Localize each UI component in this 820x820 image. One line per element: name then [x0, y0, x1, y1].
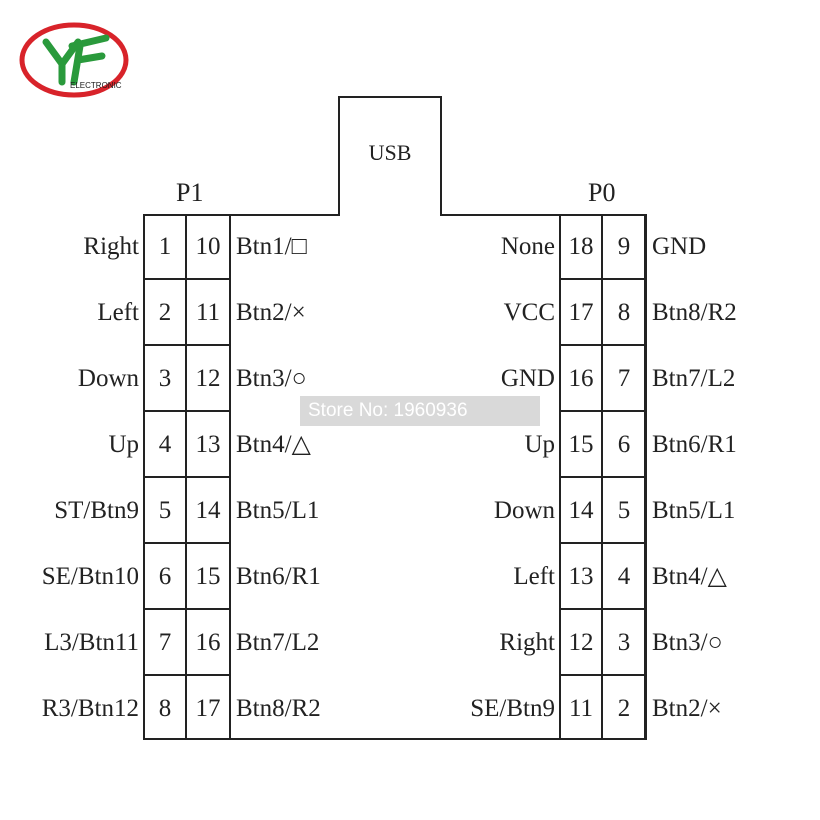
p0-pin-label-right: GND — [652, 233, 707, 260]
p0-pin-number-b: 5 — [603, 478, 645, 544]
p0-pin-number-a: 17 — [561, 280, 601, 346]
p0-pin-label-right: Btn7/L2 — [652, 365, 736, 392]
p0-pin-number-b: 6 — [603, 412, 645, 478]
p0-header-title: P0 — [588, 178, 616, 207]
p1-pin-number-a: 6 — [145, 544, 185, 610]
p1-pin-label-right: Btn1/□ — [236, 233, 307, 260]
p1-pin-label-left: Up — [108, 431, 139, 458]
p1-pin-number-b: 16 — [187, 610, 229, 676]
p0-pin-label-left: Left — [513, 563, 555, 590]
p1-pin-label-right: Btn6/R1 — [236, 563, 321, 590]
p1-pin-number-b: 15 — [187, 544, 229, 610]
p0-pin-label-left: VCC — [503, 299, 555, 326]
p0-pin-number-a: 14 — [561, 478, 601, 544]
usb-connector — [338, 96, 442, 216]
p1-pin-number-b: 14 — [187, 478, 229, 544]
p1-pin-label-left: Left — [97, 299, 139, 326]
p1-pin-label-right: Btn5/L1 — [236, 497, 320, 524]
p0-pin-number-a: 16 — [561, 346, 601, 412]
brand-logo-icon: ELECTRONIC — [19, 22, 129, 98]
p0-pin-label-right: Btn8/R2 — [652, 299, 737, 326]
p1-pin-number-b: 17 — [195, 695, 221, 722]
p1-pin-label-left: R3/Btn12 — [41, 695, 139, 722]
p0-pin-number-b: 7 — [603, 346, 645, 412]
p1-pin-label-left: Down — [77, 365, 139, 392]
store-number-watermark: Store No: 1960936 — [300, 396, 540, 426]
p0-pin-label-right: Btn6/R1 — [652, 431, 737, 458]
p1-pin-label-left: Right — [83, 233, 139, 260]
p0-pin-number-a: 15 — [561, 412, 601, 478]
p0-pin-number-b: 9 — [603, 214, 645, 280]
p1-pin-number-b: 11 — [187, 280, 229, 346]
p1-pin-number-a: 1 — [145, 214, 185, 280]
usb-label: USB — [368, 140, 412, 165]
p1-pin-number-a: 8 — [158, 695, 172, 722]
p0-pin-label-right: Btn3/○ — [652, 629, 723, 656]
p1-pin-number-b: 12 — [187, 346, 229, 412]
p0-pin-label-left: Right — [499, 629, 555, 656]
p1-pin-label-right: Btn2/× — [236, 299, 306, 326]
p0-pin-number-b: 8 — [603, 280, 645, 346]
p1-pin-label-right: Btn8/R2 — [236, 695, 321, 722]
p0-pin-label-right: Btn4/△ — [652, 563, 727, 590]
p0-pin-number-b: 3 — [603, 610, 645, 676]
p1-pin-label-left: L3/Btn11 — [44, 629, 139, 656]
p1-header-title: P1 — [176, 178, 204, 207]
p0-pin-number-b: 4 — [603, 544, 645, 610]
p0-pin-number-b: 2 — [617, 695, 631, 722]
p0-pin-label-left: Down — [493, 497, 555, 524]
p0-pin-number-a: 12 — [561, 610, 601, 676]
p1-pin-label-right: Btn7/L2 — [236, 629, 320, 656]
p0-pin-label-left: None — [500, 233, 555, 260]
p1-pin-label-left: ST/Btn9 — [54, 497, 139, 524]
p1-pin-number-b: 13 — [187, 412, 229, 478]
p1-pin-label-right: Btn4/△ — [236, 431, 311, 458]
p1-pin-label-right: Btn3/○ — [236, 365, 307, 392]
p0-pin-label-left: Up — [524, 431, 555, 458]
p1-pin-number-a: 3 — [145, 346, 185, 412]
p1-pin-number-a: 5 — [145, 478, 185, 544]
p0-pin-number-a: 18 — [561, 214, 601, 280]
p0-pin-number-a: 11 — [568, 695, 594, 722]
p1-pin-number-a: 4 — [145, 412, 185, 478]
p0-pin-label-left: SE/Btn9 — [470, 695, 555, 722]
p0-pin-number-a: 13 — [561, 544, 601, 610]
p1-pin-number-a: 2 — [145, 280, 185, 346]
p1-pin-number-b: 10 — [187, 214, 229, 280]
logo-text: ELECTRONIC — [70, 81, 122, 90]
p0-pin-label-right: Btn2/× — [652, 695, 722, 722]
p1-pin-label-left: SE/Btn10 — [41, 563, 139, 590]
p1-pin-number-a: 7 — [145, 610, 185, 676]
p0-pin-label-right: Btn5/L1 — [652, 497, 736, 524]
p0-pin-label-left: GND — [500, 365, 555, 392]
